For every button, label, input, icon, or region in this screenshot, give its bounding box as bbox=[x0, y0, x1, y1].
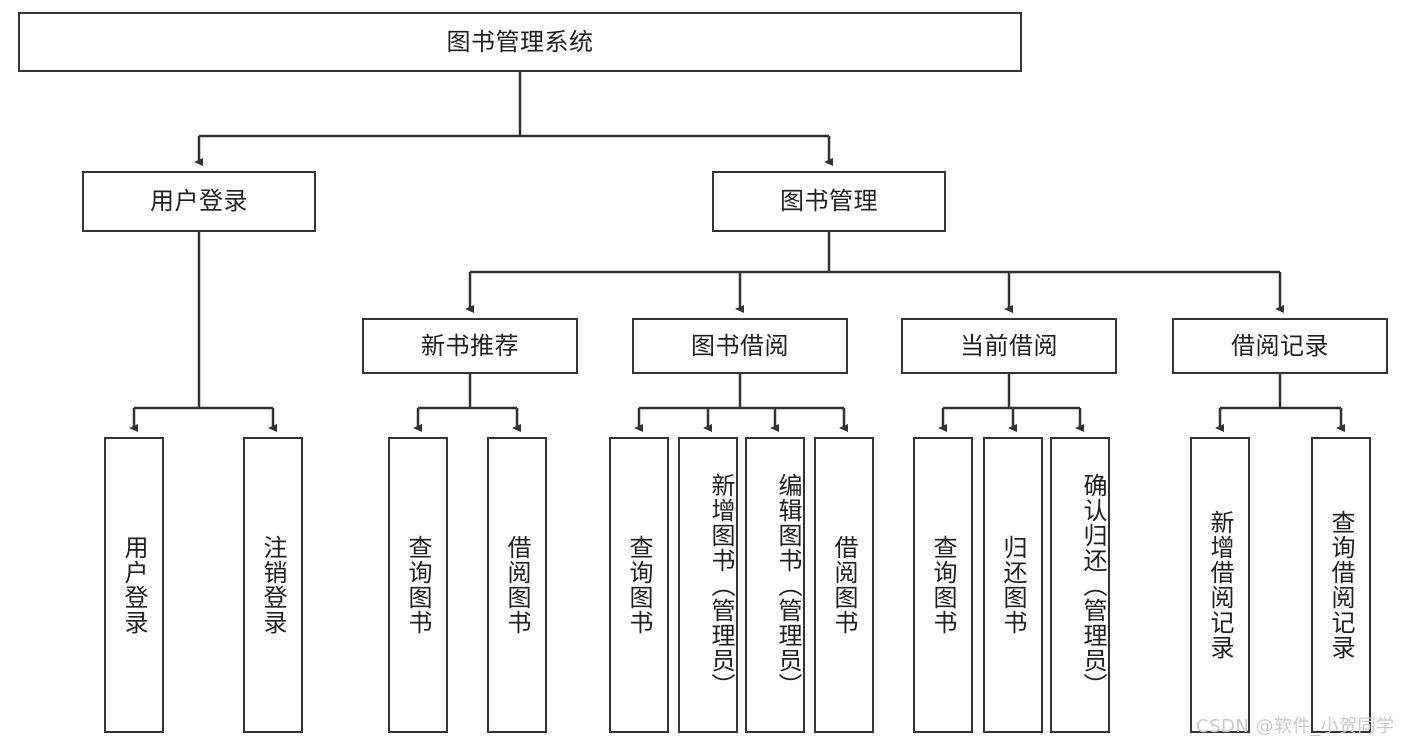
node-label: 新增图书（管理员） bbox=[707, 472, 735, 698]
node-label: 用户登录 bbox=[150, 187, 248, 216]
node-label: 新书推荐 bbox=[421, 331, 519, 360]
node-leaf-confirm-return-admin[interactable]: 确认归还（管理员） bbox=[1050, 437, 1110, 733]
node-current-borrow[interactable]: 当前借阅 bbox=[901, 318, 1117, 374]
node-leaf-query-book-borrow[interactable]: 查询图书 bbox=[609, 437, 669, 733]
csdn-watermark: CSDN @软件_小贺同学 bbox=[1196, 716, 1395, 737]
node-leaf-edit-book-admin[interactable]: 编辑图书（管理员） bbox=[745, 437, 805, 733]
node-new-book-recommend[interactable]: 新书推荐 bbox=[362, 318, 578, 374]
node-leaf-logout-login[interactable]: 注销登录 bbox=[243, 437, 303, 733]
node-label: 图书借阅 bbox=[691, 331, 789, 360]
node-leaf-add-borrow-record[interactable]: 新增借阅记录 bbox=[1190, 437, 1250, 733]
node-system-title[interactable]: 图书管理系统 bbox=[18, 12, 1022, 72]
node-label: 新增借阅记录 bbox=[1206, 510, 1234, 660]
node-book-management[interactable]: 图书管理 bbox=[712, 171, 946, 232]
node-label: 借阅图书 bbox=[830, 535, 858, 635]
node-label: 用户登录 bbox=[120, 535, 148, 635]
node-leaf-user-login[interactable]: 用户登录 bbox=[104, 437, 164, 733]
node-leaf-add-book-admin[interactable]: 新增图书（管理员） bbox=[678, 437, 738, 733]
node-leaf-query-borrow-record[interactable]: 查询借阅记录 bbox=[1311, 437, 1371, 733]
node-book-borrow[interactable]: 图书借阅 bbox=[632, 318, 848, 374]
node-label: 编辑图书（管理员） bbox=[774, 472, 802, 698]
node-leaf-query-book-current[interactable]: 查询图书 bbox=[913, 437, 973, 733]
node-label: 查询图书 bbox=[404, 535, 432, 635]
node-leaf-borrow-book-recommend[interactable]: 借阅图书 bbox=[487, 437, 547, 733]
node-label: 查询图书 bbox=[929, 535, 957, 635]
node-leaf-query-book-recommend[interactable]: 查询图书 bbox=[388, 437, 448, 733]
node-label: 注销登录 bbox=[259, 535, 287, 635]
node-label: 图书管理 bbox=[780, 187, 878, 216]
node-leaf-return-book[interactable]: 归还图书 bbox=[983, 437, 1043, 733]
node-label: 确认归还（管理员） bbox=[1079, 472, 1107, 698]
node-label: 查询图书 bbox=[625, 535, 653, 635]
node-leaf-borrow-book[interactable]: 借阅图书 bbox=[814, 437, 874, 733]
node-label: 借阅记录 bbox=[1231, 331, 1329, 360]
node-user-login[interactable]: 用户登录 bbox=[82, 171, 316, 232]
node-label: 借阅图书 bbox=[503, 535, 531, 635]
node-label: 归还图书 bbox=[999, 535, 1027, 635]
node-borrow-record[interactable]: 借阅记录 bbox=[1172, 318, 1388, 374]
node-label: 当前借阅 bbox=[960, 331, 1058, 360]
node-label: 查询借阅记录 bbox=[1327, 510, 1355, 660]
node-label: 图书管理系统 bbox=[446, 27, 594, 56]
